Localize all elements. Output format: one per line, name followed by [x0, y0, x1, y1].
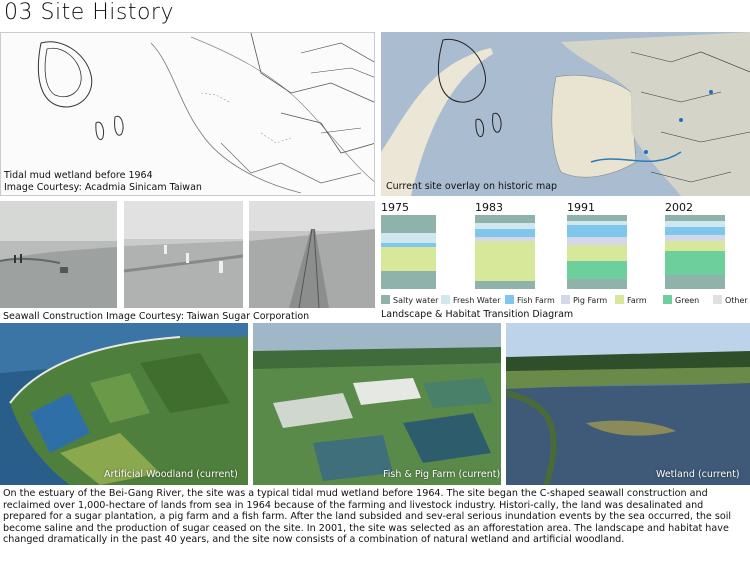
seawall-photo-3	[249, 201, 375, 308]
year-label-1975: 1975	[381, 201, 409, 214]
wetland-image	[506, 323, 750, 485]
habitat-transition-diagram: 1975 1983 1991 2002	[379, 199, 750, 321]
habitat-diagram-svg: 1975 1983 1991 2002	[381, 201, 748, 320]
legend-swatch-salty-water	[381, 295, 390, 304]
historic-map-caption-1: Tidal mud wetland before 1964	[4, 170, 153, 181]
seawall-photo-2	[124, 201, 243, 308]
year-label-1991: 1991	[567, 201, 595, 214]
fish-pig-farm-aerial-photo: Fish & Pig Farm (current)	[253, 323, 501, 485]
legend-label-green: Green	[675, 296, 699, 305]
overlay-map: Current site overlay on historic map	[381, 32, 750, 196]
woodland-aerial-photo: Artificial Woodland (current)	[0, 323, 248, 485]
habitat-shape-1975	[381, 215, 451, 289]
diagram-caption: Landscape & Habitat Transition Diagram	[381, 309, 573, 320]
habitat-shape-1991	[567, 215, 643, 289]
seawall-photo-1	[0, 201, 117, 308]
legend-label-pig-farm: Pig Farm	[573, 296, 607, 305]
seawall-photo-caption: Seawall Construction Image Courtesy: Tai…	[3, 311, 310, 322]
seawall-photo-3-image	[249, 201, 375, 308]
overlay-map-drawing	[381, 32, 750, 196]
habitat-shape-1983	[475, 215, 549, 289]
legend-swatch-farm	[615, 295, 624, 304]
legend-label-fresh-water: Fresh Water	[453, 296, 501, 305]
year-label-2002: 2002	[665, 201, 693, 214]
legend-swatch-other	[713, 295, 722, 304]
historic-map-caption-2: Image Courtesy: Acadmia Sinicam Taiwan	[4, 182, 202, 193]
legend-swatch-fish-farm	[505, 295, 514, 304]
fish-pig-farm-aerial-image	[253, 323, 501, 485]
page-title: 03 Site History	[4, 0, 174, 25]
historic-map: Tidal mud wetland before 1964 Image Cour…	[0, 32, 375, 196]
legend-swatch-pig-farm	[561, 295, 570, 304]
seawall-photo-1-image	[0, 201, 117, 308]
wetland-photo: Wetland (current)	[506, 323, 750, 485]
legend-label-other: Other	[725, 296, 748, 305]
farm-caption: Fish & Pig Farm (current)	[383, 469, 501, 480]
seawall-photo-2-image	[124, 201, 243, 308]
year-label-1983: 1983	[475, 201, 503, 214]
legend-swatch-green	[663, 295, 672, 304]
woodland-caption: Artificial Woodland (current)	[104, 469, 238, 480]
legend-swatch-fresh-water	[441, 295, 450, 304]
site-history-description: On the estuary of the Bei-Gang River, th…	[3, 488, 732, 546]
wetland-caption: Wetland (current)	[656, 469, 740, 480]
historic-map-drawing	[1, 33, 374, 195]
legend-label-farm: Farm	[627, 296, 647, 305]
habitat-shape-2002	[665, 215, 741, 289]
legend-label-salty-water: Salty water	[393, 296, 439, 305]
legend-label-fish-farm: Fish Farm	[517, 296, 555, 305]
overlay-map-caption: Current site overlay on historic map	[386, 181, 558, 192]
woodland-aerial-image	[0, 323, 248, 485]
